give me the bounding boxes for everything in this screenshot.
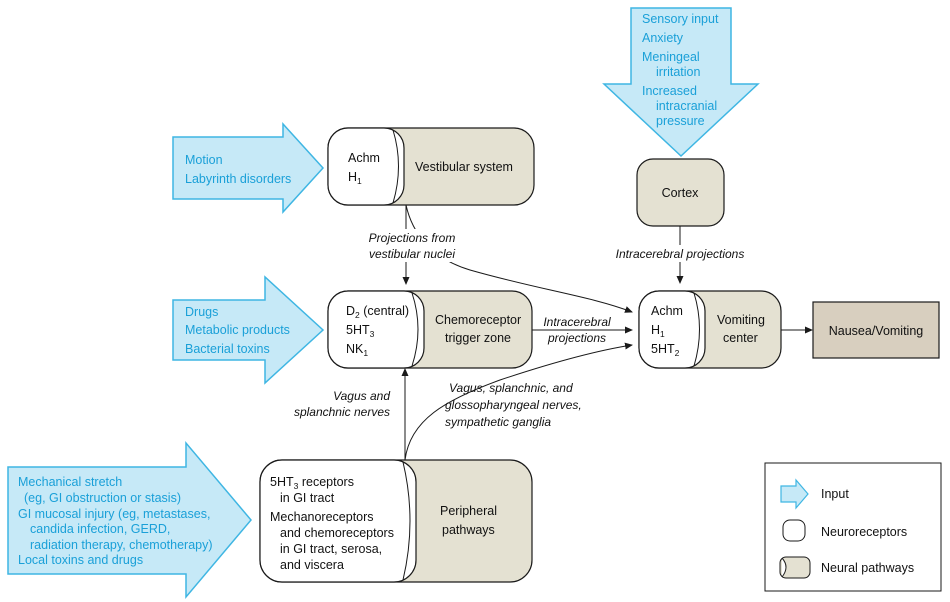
input-arrow-vestibular: Motion Labyrinth disorders — [172, 122, 325, 214]
legend-input-label: Input — [821, 487, 849, 501]
vomiting-center-node: Achm H1 5HT2 Vomiting center — [638, 290, 782, 369]
input-candida-infection: candida infection, GERD, — [30, 522, 170, 536]
legend-input-icon — [780, 478, 809, 510]
legend-neural-pathway-icon — [779, 556, 811, 579]
peripheral-pathway-label-2: pathways — [442, 523, 495, 537]
input-labyrinth-disorders: Labyrinth disorders — [185, 172, 291, 186]
edge-label-vestibular-nuclei-1: Projections from — [369, 231, 456, 245]
input-gi-mucosal-injury: GI mucosal injury (eg, metastases, — [18, 507, 210, 521]
ctz-pathway-label-2: trigger zone — [445, 331, 511, 345]
vomiting-pathway-label-2: center — [723, 331, 758, 345]
edge-label-vagus-gloss-3: sympathetic ganglia — [445, 415, 551, 429]
input-anxiety: Anxiety — [642, 31, 684, 45]
input-radiation-therapy: radiation therapy, chemotherapy) — [30, 538, 213, 552]
edge-label-vestibular-nuclei-2: vestibular nuclei — [369, 247, 455, 261]
ctz-pathway-label-1: Chemoreceptor — [435, 313, 521, 327]
edge-label-vagus-gloss-2: glossopharyngeal nerves, — [445, 398, 582, 412]
outcome-node: Nausea/Vomiting — [812, 301, 940, 359]
vestibular-receptor-achm: Achm — [348, 151, 380, 165]
ctz-receptor-d2: D2 (central) — [346, 304, 409, 320]
legend-neuroreceptor-icon — [782, 519, 806, 542]
input-local-toxins: Local toxins and drugs — [18, 553, 143, 567]
input-mechanical-stretch: Mechanical stretch — [18, 475, 122, 489]
ctz-receptor-nk1: NK1 — [346, 342, 368, 358]
input-pressure: pressure — [656, 114, 705, 128]
edge-label-vagus-gloss-1: Vagus, splanchnic, and — [449, 381, 573, 395]
legend: Input Neuroreceptors Neural pathways — [764, 462, 942, 592]
cortex-label: Cortex — [662, 186, 700, 200]
peripheral-receptor-gi-tract: in GI tract — [280, 491, 335, 505]
ctz-receptor-5ht3: 5HT3 — [346, 323, 375, 339]
legend-neuroreceptors-label: Neuroreceptors — [821, 525, 907, 539]
input-irritation: irritation — [656, 65, 701, 79]
edge-label-vagus-splanchnic-1: Vagus and — [333, 389, 390, 403]
vomiting-receptor-5ht2: 5HT2 — [651, 342, 680, 358]
vestibular-pathway-label: Vestibular system — [415, 160, 513, 174]
peripheral-receptor-chemo: and chemoreceptors — [280, 526, 394, 540]
vestibular-system-node: Achm H1 Vestibular system — [327, 127, 535, 206]
edge-label-vagus-splanchnic-2: splanchnic nerves — [294, 405, 390, 419]
input-motion: Motion — [185, 153, 223, 167]
peripheral-pathways-node: 5HT3 receptors in GI tract Mechanorecept… — [259, 459, 533, 583]
connector-peripheral-to-vomiting — [404, 342, 633, 461]
peripheral-pathway-label-1: Peripheral — [440, 504, 497, 518]
legend-neural-pathways-label: Neural pathways — [821, 561, 914, 575]
input-sensory-input: Sensory input — [642, 12, 719, 26]
peripheral-receptor-serosa: in GI tract, serosa, — [280, 542, 382, 556]
edge-labels: Projections from vestibular nuclei Intra… — [294, 229, 755, 429]
edge-label-intracerebral-ctz-2: projections — [547, 331, 606, 345]
peripheral-receptor-viscera: and viscera — [280, 558, 344, 572]
input-metabolic-products: Metabolic products — [185, 323, 290, 337]
edge-label-intracerebral-ctz-1: Intracerebral — [543, 315, 611, 329]
vomiting-receptor-achm: Achm — [651, 304, 683, 318]
outcome-label: Nausea/Vomiting — [829, 324, 924, 338]
input-gi-obstruction: (eg, GI obstruction or stasis) — [24, 491, 181, 505]
input-bacterial-toxins: Bacterial toxins — [185, 342, 270, 356]
peripheral-receptor-mechano: Mechanoreceptors — [270, 510, 374, 524]
edge-label-intracerebral-cortex: Intracerebral projections — [616, 247, 745, 261]
input-intracranial: intracranial — [656, 99, 717, 113]
input-arrow-cortex: Sensory input Anxiety Meningeal irritati… — [602, 7, 760, 158]
cortex-node: Cortex — [636, 158, 725, 227]
input-arrow-peripheral: Mechanical stretch (eg, GI obstruction o… — [7, 440, 252, 600]
input-increased: Increased — [642, 84, 697, 98]
vomiting-pathway-label-1: Vomiting — [717, 313, 765, 327]
ctz-node: D2 (central) 5HT3 NK1 Chemoreceptor trig… — [327, 290, 533, 369]
input-arrow-ctz: Drugs Metabolic products Bacterial toxin… — [172, 275, 325, 385]
input-drugs: Drugs — [185, 305, 218, 319]
peripheral-receptor-5ht3: 5HT3 receptors — [270, 475, 354, 491]
input-meningeal: Meningeal — [642, 50, 700, 64]
